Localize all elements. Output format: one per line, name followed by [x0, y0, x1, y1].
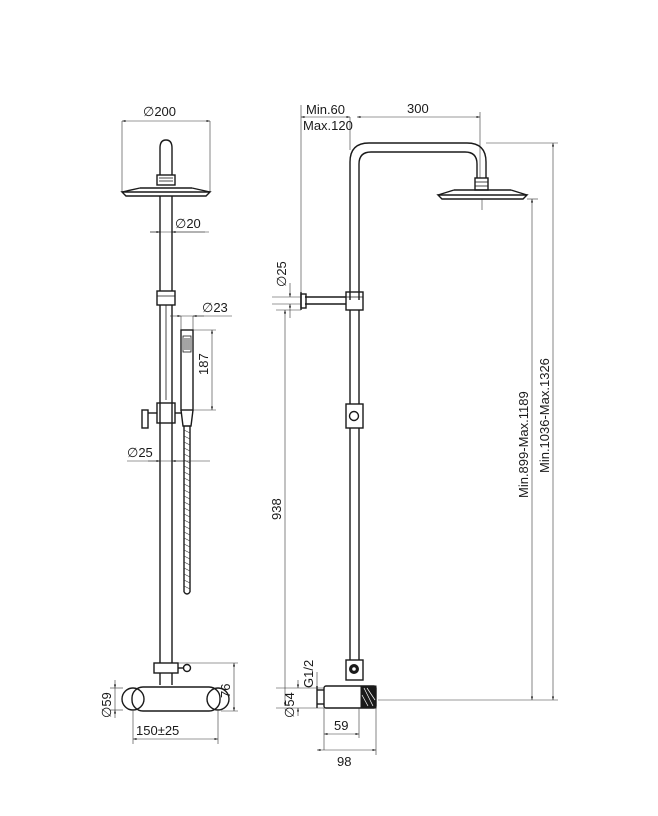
pipe-diameter-label: ∅20: [175, 216, 201, 231]
head-diameter-dimension: ∅200: [121, 104, 211, 192]
wall-distance-dimension: Min.60 Max.120: [300, 102, 353, 300]
wall-bracket: [300, 291, 364, 311]
outlet-connector: [153, 662, 192, 685]
riser-side: [345, 310, 364, 660]
arm-length-label: 300: [407, 101, 429, 116]
pipe-diameter-dimension: ∅20: [150, 216, 209, 234]
thermostat-body-side: [316, 659, 377, 709]
shower-head-front: [120, 139, 212, 197]
shower-head-side: [436, 177, 529, 210]
handshower-length-label: 187: [196, 353, 211, 375]
hand-shower: [180, 329, 194, 595]
arm-length-dimension: 300: [357, 101, 481, 178]
head-height-dimension: Min.899-Max.1189: [516, 198, 538, 700]
outlet-height-dimension: 76: [178, 662, 238, 712]
bar-diameter-dimension: ∅25: [127, 445, 210, 463]
knob-diameter-label: ∅59: [99, 692, 114, 718]
total-height-dimension: 938: [269, 309, 301, 706]
thread-label: G1/2: [301, 660, 316, 688]
holder-diameter-label: ∅25: [274, 261, 289, 287]
outlet-height-label: 76: [218, 684, 233, 698]
thread-dimension: G1/2: [301, 660, 318, 688]
handshower-diameter-label: ∅23: [202, 300, 228, 315]
front-view: ∅200 ∅20: [99, 104, 238, 744]
body-depth-label: 59: [334, 718, 348, 733]
holder-diameter-dimension: ∅25: [272, 261, 301, 318]
overall-height-dimension: Min.1036-Max.1326: [378, 142, 558, 701]
overall-height-label: Min.1036-Max.1326: [537, 358, 552, 473]
knob-diameter-dimension: ∅59: [99, 680, 123, 718]
handshower-length-dimension: 187: [193, 329, 216, 411]
total-depth-dimension: 98: [317, 708, 377, 769]
bar-diameter-label: ∅25: [127, 445, 153, 460]
holder-lever: [141, 402, 181, 429]
inlet-spacing-dimension: 150±25: [132, 711, 219, 744]
inlet-spacing-label: 150±25: [136, 723, 179, 738]
head-diameter-label: ∅200: [143, 104, 176, 119]
total-height-label: 938: [269, 498, 284, 520]
riser-front: [156, 196, 176, 663]
handshower-diameter-dimension: ∅23: [170, 300, 232, 330]
head-height-label: Min.899-Max.1189: [516, 391, 531, 498]
wall-max-label: Max.120: [303, 118, 353, 133]
shower-arm: [349, 142, 487, 300]
side-view: Min.60 Max.120 300 Min.89: [269, 101, 558, 769]
body-diameter-dimension: ∅54: [276, 680, 324, 718]
wall-min-label: Min.60: [306, 102, 345, 117]
thermostat-body-front: [121, 686, 230, 712]
body-depth-dimension: 59: [323, 708, 360, 750]
body-diameter-label: ∅54: [282, 692, 297, 718]
total-depth-label: 98: [337, 754, 351, 769]
